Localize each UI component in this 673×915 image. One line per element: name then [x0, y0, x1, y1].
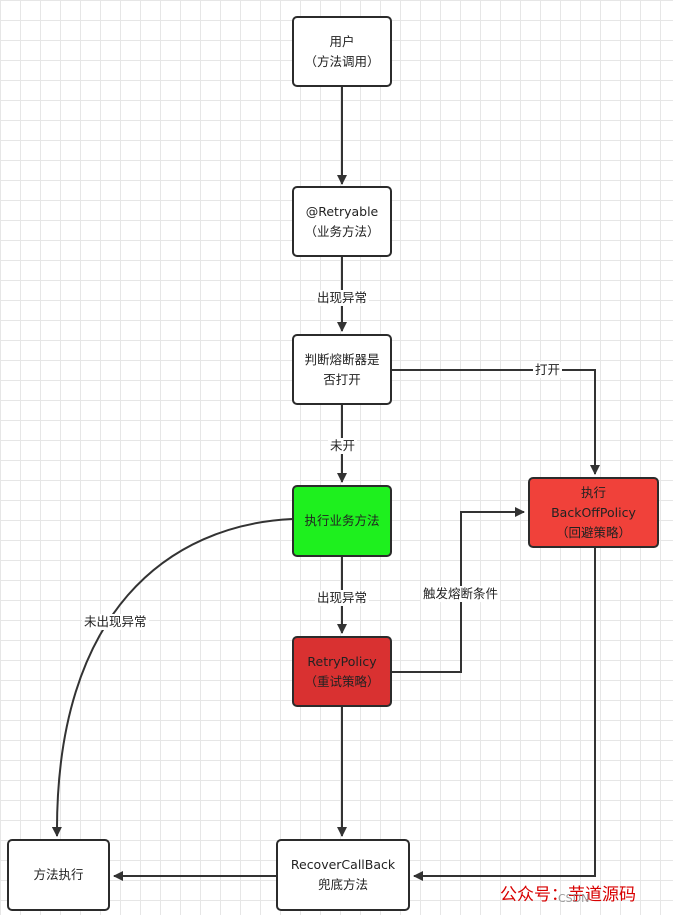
node-retry-policy: RetryPolicy （重试策略）	[292, 636, 392, 707]
node-execute-business-line1: 执行业务方法	[304, 513, 380, 528]
node-user-line2: （方法调用）	[304, 53, 380, 69]
edge-label-not-open: 未开	[328, 438, 358, 454]
node-retry-policy-line2: （重试策略）	[304, 673, 380, 689]
node-retry-policy-line1: RetryPolicy	[307, 653, 377, 669]
node-breaker-check-line2: 否打开	[323, 371, 361, 387]
node-retryable-line1: @Retryable	[305, 203, 379, 219]
edge-label-exception-2: 出现异常	[315, 590, 370, 606]
node-breaker-check-line1: 判断熔断器是	[304, 351, 380, 367]
edge-label-no-exception: 未出现异常	[82, 614, 149, 630]
node-recover-line2: 兜底方法	[317, 877, 368, 892]
node-method-exec-line1: 方法执行	[33, 867, 84, 882]
node-execute-business: 执行业务方法	[292, 485, 392, 557]
watermark-sub: CSDN	[558, 892, 590, 905]
node-user: 用户 （方法调用）	[292, 16, 392, 87]
node-backoff-line1: 执行	[580, 484, 606, 500]
node-recover: RecoverCallBack 兜底方法	[276, 839, 410, 911]
node-retryable-line2: （业务方法）	[304, 223, 380, 239]
watermark: 公众号：芋道源码 CSDN	[500, 884, 636, 906]
edge-execute-to-method	[51, 518, 293, 837]
node-backoff-line3: （回避策略）	[555, 524, 631, 540]
edge-label-trigger-breaker: 触发熔断条件	[421, 586, 501, 602]
node-retryable: @Retryable （业务方法）	[292, 186, 392, 257]
edge-breaker-to-backoff	[391, 369, 600, 475]
node-user-line1: 用户	[329, 33, 355, 49]
node-backoff: 执行 BackOffPolicy （回避策略）	[528, 477, 659, 548]
node-backoff-line2: BackOffPolicy	[551, 504, 636, 520]
edge-label-open: 打开	[533, 362, 563, 378]
node-breaker-check: 判断熔断器是 否打开	[292, 334, 392, 405]
node-recover-line1: RecoverCallBack	[290, 857, 396, 872]
edge-label-exception-1: 出现异常	[315, 290, 370, 306]
watermark-text: 公众号：芋道源码	[500, 885, 636, 905]
edge-backoff-to-recover	[413, 548, 596, 881]
node-method-exec: 方法执行	[7, 839, 110, 911]
